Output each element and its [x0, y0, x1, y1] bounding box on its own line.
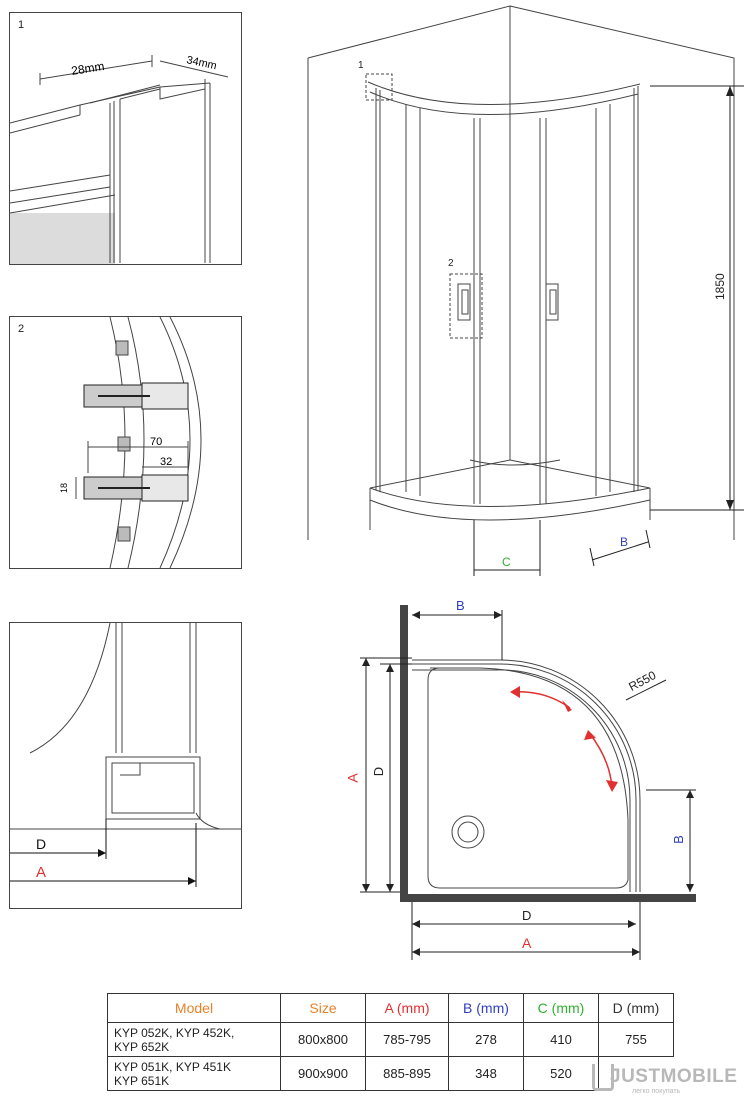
detail-panel-2: 2 70 32 18 [9, 316, 242, 569]
cell-d: 755 [598, 1022, 674, 1057]
label-d: D [36, 836, 46, 852]
header-model: Model [107, 993, 281, 1023]
dim-18: 18 [59, 483, 69, 493]
dim-70: 70 [150, 436, 162, 448]
plan-label-b-right: B [670, 835, 686, 844]
logo-text: JUSTMOBILE [610, 1066, 738, 1087]
header-c: C (mm) [523, 993, 599, 1023]
header-d: D (mm) [598, 993, 674, 1023]
profile-section-detail: D A [10, 623, 241, 887]
plan-wall-left [400, 605, 408, 902]
plan-label-a-left: A [344, 773, 361, 783]
header-size: Size [280, 993, 366, 1023]
plan-label-a-bottom: A [522, 935, 532, 951]
panel-number-1: 1 [18, 19, 25, 31]
cell-size: 900x900 [280, 1056, 366, 1091]
justmobile-logo: JUSTMOBILE легко покупать [592, 1062, 740, 1096]
header-a: A (mm) [365, 993, 449, 1023]
detail-panel-3: D A [9, 622, 242, 909]
callout-1: 1 [358, 60, 364, 71]
cell-size: 800x800 [280, 1022, 366, 1057]
iso-label-c: C [502, 555, 511, 569]
height-dimension: 1850 [713, 273, 727, 300]
dim-28mm: 28mm [70, 59, 105, 78]
detail-panel-1: 1 28mm 34mm [9, 12, 242, 265]
cell-model: KYP 052K, KYP 452K,KYP 652K [107, 1022, 281, 1057]
callout-2: 2 [448, 258, 454, 269]
header-b: B (mm) [448, 993, 524, 1023]
label-a: A [36, 864, 46, 881]
cell-b: 278 [448, 1022, 524, 1057]
handle-detail: 70 32 18 [59, 317, 202, 568]
dim-32: 32 [160, 456, 172, 468]
logo-subtitle: легко покупать [632, 1088, 681, 1095]
plan-label-d-left: D [371, 766, 387, 777]
dim-34mm: 34mm [185, 54, 217, 72]
profile-top-detail: 28mm 34mm [10, 54, 229, 264]
plan-radius-label: R550 [626, 668, 659, 694]
iso-label-b: B [620, 535, 629, 549]
cell-a: 785-795 [365, 1022, 449, 1057]
bag-icon [592, 1064, 614, 1091]
plan-label-d-bottom: D [522, 908, 532, 923]
plan-label-b-top: B [456, 598, 465, 613]
table-row: KYP 052K, KYP 452K,KYP 652K 800x800 785-… [107, 1022, 674, 1057]
panel-number-2: 2 [18, 323, 25, 335]
cell-c: 410 [523, 1022, 599, 1057]
table-header-row: Model Size A (mm) B (mm) C (mm) D (mm) [107, 993, 674, 1023]
specs-table: Model Size A (mm) B (mm) C (mm) D (mm) K… [107, 993, 674, 1091]
cell-b: 348 [448, 1056, 524, 1091]
plan-wall-bottom [400, 894, 696, 902]
cell-a: 885-895 [365, 1056, 449, 1091]
cell-c: 520 [523, 1056, 599, 1091]
